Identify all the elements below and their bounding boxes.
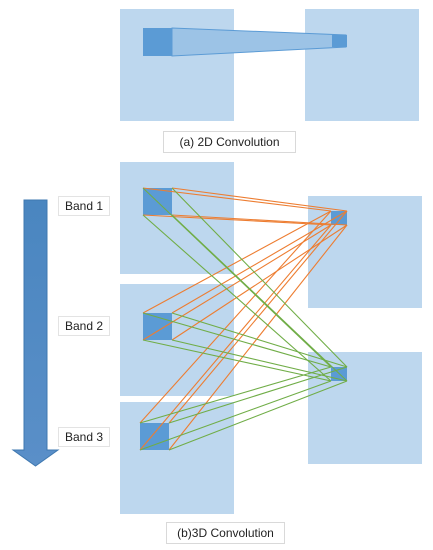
connection-line-band-2-to-top — [142, 210, 332, 314]
connection-line-band-2-to-top — [171, 224, 348, 341]
connection-line-band-1-to-bottom — [142, 214, 332, 382]
caption-2d-convolution: (a) 2D Convolution — [163, 131, 296, 153]
connection-line-band-2-to-bottom — [171, 312, 348, 368]
connection-line-band-2-to-top — [171, 210, 348, 314]
output-pixel-3d-top — [331, 211, 347, 225]
connection-line-band-3-to-bottom — [139, 366, 332, 424]
input-panel-2d — [120, 9, 234, 121]
connection-line-band-1-to-top — [142, 187, 332, 212]
band-1-label: Band 1 — [58, 196, 110, 216]
connection-line-band-3-to-top — [168, 224, 348, 451]
band-3-label: Band 3 — [58, 427, 110, 447]
connection-line-band-3-to-bottom — [168, 380, 348, 451]
connection-line-band-2-to-bottom — [171, 339, 348, 382]
kernel-2d — [143, 28, 172, 56]
output-pixel-2d — [332, 35, 347, 47]
connection-line-band-1-to-top — [171, 187, 348, 212]
connection-line-band-1-to-top — [171, 214, 348, 226]
output-panel-3d-bottom — [308, 352, 422, 464]
connection-line-band-3-to-top — [139, 210, 332, 424]
connection-line-band-3-to-bottom — [168, 366, 348, 424]
connection-line-band-1-to-bottom — [171, 214, 348, 382]
band-2-label: Band 2 — [58, 316, 110, 336]
connection-line-band-2-to-top — [142, 224, 332, 341]
band-3-panel — [120, 402, 234, 514]
caption-3d-convolution: (b)3D Convolution — [166, 522, 285, 544]
connection-line-band-1-to-bottom — [171, 187, 348, 368]
band-2-panel — [120, 284, 234, 396]
output-panel-2d — [305, 9, 419, 121]
connection-line-band-2-to-bottom — [142, 312, 332, 368]
connection-line-band-3-to-top — [139, 224, 332, 451]
band-direction-arrow — [11, 199, 60, 467]
kernel-band-3 — [140, 423, 169, 450]
connection-line-band-2-to-bottom — [142, 339, 332, 382]
green-connection-lines — [139, 187, 348, 451]
connection-line-band-3-to-bottom — [139, 380, 332, 451]
